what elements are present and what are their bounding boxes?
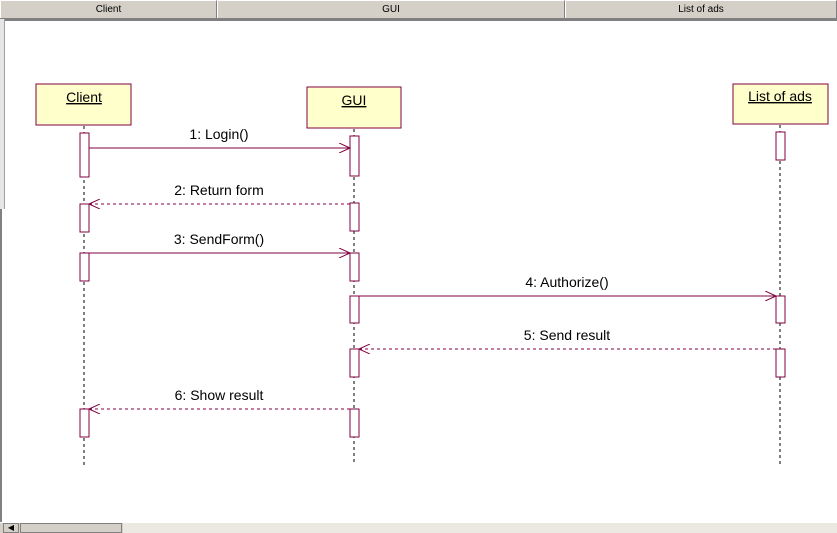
message-6-label: 6: Show result xyxy=(175,387,264,403)
column-header-client[interactable]: Client xyxy=(0,0,217,18)
object-list-of-ads[interactable]: List of ads xyxy=(732,83,829,125)
scrollbar-track[interactable] xyxy=(123,523,837,533)
object-client-label: Client xyxy=(66,89,102,105)
object-list-of-ads-label: List of ads xyxy=(748,88,812,104)
column-header-gui[interactable]: GUI xyxy=(217,0,565,18)
message-4[interactable]: 4: Authorize() xyxy=(359,274,776,296)
message-5-label: 5: Send result xyxy=(524,327,610,343)
message-3-label: 3: SendForm() xyxy=(174,231,264,247)
message-1[interactable]: 1: Login() xyxy=(89,126,350,148)
activation-list-of-ads-2 xyxy=(775,295,786,324)
message-2-label: 2: Return form xyxy=(174,182,263,198)
activation-gui-3 xyxy=(349,252,360,282)
activation-gui-1 xyxy=(349,135,360,177)
diagram-canvas[interactable] xyxy=(0,19,837,522)
activation-client-4 xyxy=(79,408,90,438)
activation-gui-5 xyxy=(349,348,360,378)
scrollbar-thumb[interactable] xyxy=(20,523,122,533)
activation-gui-2 xyxy=(349,202,360,232)
message-1-label: 1: Login() xyxy=(189,126,248,142)
horizontal-scrollbar[interactable]: ◀ xyxy=(0,522,837,533)
left-margin-strip xyxy=(0,19,5,209)
message-3[interactable]: 3: SendForm() xyxy=(89,231,350,253)
activation-client-3 xyxy=(79,252,90,282)
message-2[interactable]: 2: Return form xyxy=(89,182,350,204)
activation-gui-4 xyxy=(349,295,360,324)
object-gui[interactable]: GUI xyxy=(306,86,402,129)
sequence-diagram: Client GUI List of ads 1: Login() 2: Ret… xyxy=(35,83,829,465)
activation-list-of-ads-1 xyxy=(775,131,786,161)
message-6[interactable]: 6: Show result xyxy=(89,387,350,409)
object-client[interactable]: Client xyxy=(35,83,132,126)
activation-list-of-ads-3 xyxy=(775,348,786,378)
activation-gui-6 xyxy=(349,408,360,438)
message-4-label: 4: Authorize() xyxy=(525,274,608,290)
message-5[interactable]: 5: Send result xyxy=(359,327,776,349)
activation-client-1 xyxy=(79,132,90,178)
object-gui-label: GUI xyxy=(342,92,367,108)
triangle-left-icon[interactable]: ◀ xyxy=(3,523,19,533)
activation-client-2 xyxy=(79,203,90,233)
